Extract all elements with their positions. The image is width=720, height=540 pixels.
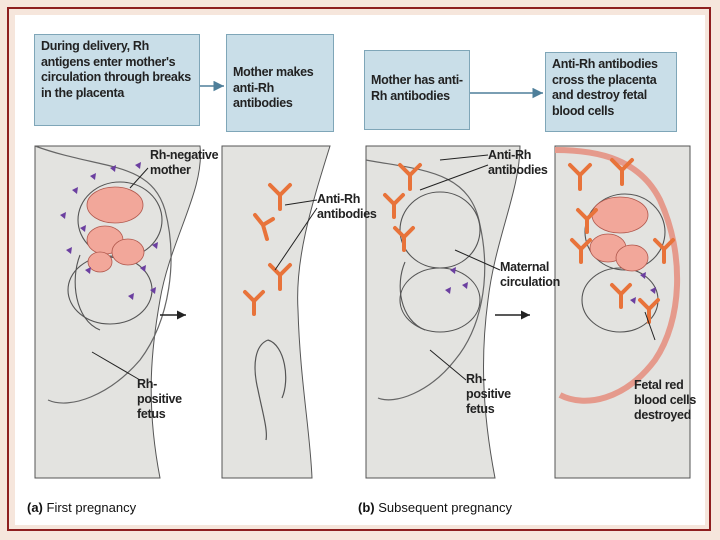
caption-a-letter: (a) xyxy=(27,500,43,515)
caption-a-text: First pregnancy xyxy=(46,500,137,515)
leader-lines xyxy=(91,154,656,381)
fetus-panel-3 xyxy=(399,191,481,333)
label-rh-positive-fetus-b: Rh-positive fetus xyxy=(466,372,511,416)
rh-antigens xyxy=(60,162,656,304)
fetal-tissue-panel-1 xyxy=(86,186,145,273)
label-rh-positive-fetus-a: Rh-positive fetus xyxy=(137,377,182,421)
caption-b-text: Subsequent pregnancy xyxy=(378,500,512,515)
anti-rh-antibodies xyxy=(243,158,675,324)
callout-antigens-enter: During delivery, Rh antigens enter mothe… xyxy=(34,34,200,126)
mother-body-panel-2 xyxy=(221,145,331,479)
callout-mother-has-antibodies: Mother has anti-Rh antibodies xyxy=(364,50,470,130)
fetal-tissue-panel-4 xyxy=(589,196,649,272)
label-anti-rh-antibodies-a: Anti-Rh antibodies xyxy=(317,192,377,221)
caption-subsequent-pregnancy: (b) Subsequent pregnancy xyxy=(358,500,512,515)
label-rh-negative-mother: Rh-negative mother xyxy=(150,148,219,177)
mother-body-panel-1 xyxy=(34,145,201,479)
callout-mother-makes-antibodies: Mother makes anti-Rh antibodies xyxy=(226,34,334,132)
mother-body-panel-4 xyxy=(554,145,691,479)
callout-antibodies-cross: Anti-Rh antibodies cross the placenta an… xyxy=(545,52,677,132)
label-maternal-circulation: Maternal circulation xyxy=(500,260,560,289)
label-fetal-rbc-destroyed: Fetal red blood cells destroyed xyxy=(634,378,696,422)
label-anti-rh-antibodies-b: Anti-Rh antibodies xyxy=(488,148,548,177)
caption-b-letter: (b) xyxy=(358,500,375,515)
mother-body-panel-3 xyxy=(365,145,521,479)
caption-first-pregnancy: (a) First pregnancy xyxy=(27,500,136,515)
